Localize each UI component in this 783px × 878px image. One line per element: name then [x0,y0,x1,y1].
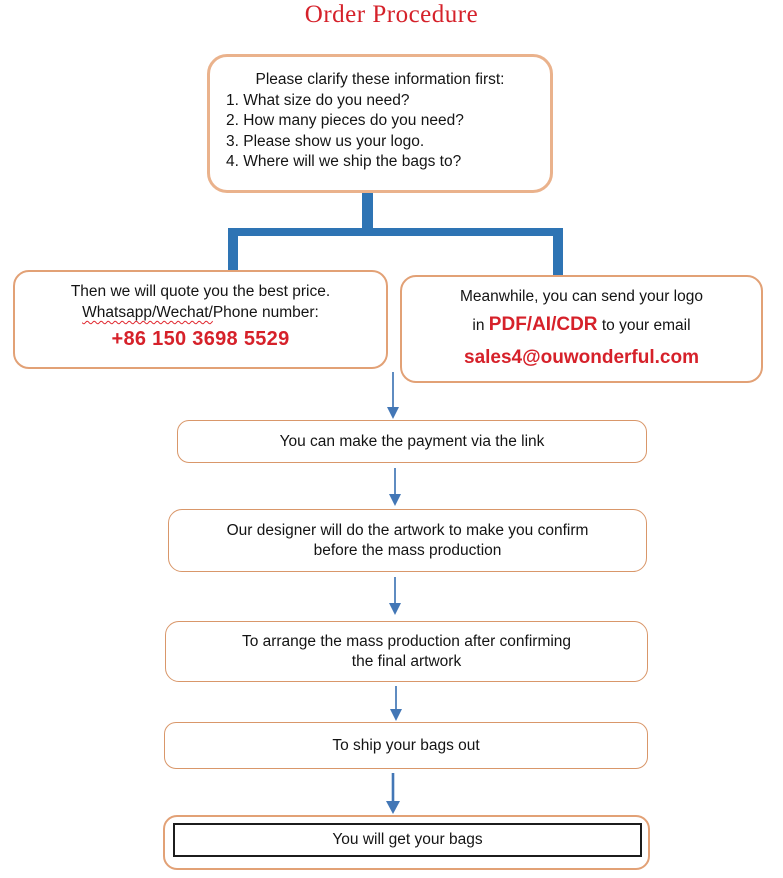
logo-line: Meanwhile, you can send your logo [460,288,703,305]
receive-bags-step-box: You will get your bags [163,815,650,870]
clarify-item-4: 4. Where will we ship the bags to? [226,153,462,170]
format-line-prefix: in [472,317,489,334]
ship-step-label: To ship your bags out [332,736,480,754]
ship-step-box: To ship your bags out [164,722,648,769]
designer-step-line-1: Our designer will do the artwork to make… [226,521,589,539]
mass-production-step-box: To arrange the mass production after con… [165,621,648,682]
production-step-line-1: To arrange the mass production after con… [241,632,572,650]
down-arrow-4 [390,686,402,721]
connector-horizontal-bar [228,228,563,236]
format-line: in PDF/AI/CDR to your email [402,314,761,336]
contact-rest-text: Phone number: [212,304,319,321]
contact-wavy-text: Whatsapp/Wechat/ [82,304,213,321]
connector-stem [362,193,373,231]
designer-step-line-2: before the mass production [313,541,502,559]
connector-drop-right [553,228,563,276]
clarify-item-2: 2. How many pieces do you need? [226,112,464,129]
payment-step-box: You can make the payment via the link [177,420,647,463]
connector-drop-left [228,228,238,271]
clarify-info-box: Please clarify these information first: … [207,54,553,193]
receive-bags-label: You will get your bags [332,831,483,848]
send-logo-box: Meanwhile, you can send your logo in PDF… [400,275,763,383]
quote-line: Then we will quote you the best price. [70,283,331,300]
format-line-suffix: to your email [597,317,691,334]
contact-line: Whatsapp/Wechat/Phone number: [15,302,386,323]
down-arrow-3 [389,577,401,615]
file-formats: PDF/AI/CDR [488,314,598,335]
designer-artwork-step-box: Our designer will do the artwork to make… [168,509,647,572]
receive-bags-inner-frame: You will get your bags [173,823,642,857]
clarify-item-1: 1. What size do you need? [226,91,410,109]
down-arrow-2 [389,468,401,506]
quote-price-box: Then we will quote you the best price. W… [13,270,388,369]
clarify-heading: Please clarify these information first: [255,71,505,88]
clarify-item-3: 3. Please show us your logo. [226,132,425,150]
page-title: Order Procedure [304,1,479,28]
email-address: sales4@ouwonderful.com [464,347,699,368]
down-arrow-1 [387,372,399,419]
down-arrow-5 [386,773,400,814]
phone-number: +86 150 3698 5529 [111,328,290,350]
payment-step-label: You can make the payment via the link [279,432,545,450]
production-step-line-2: the final artwork [351,652,462,670]
